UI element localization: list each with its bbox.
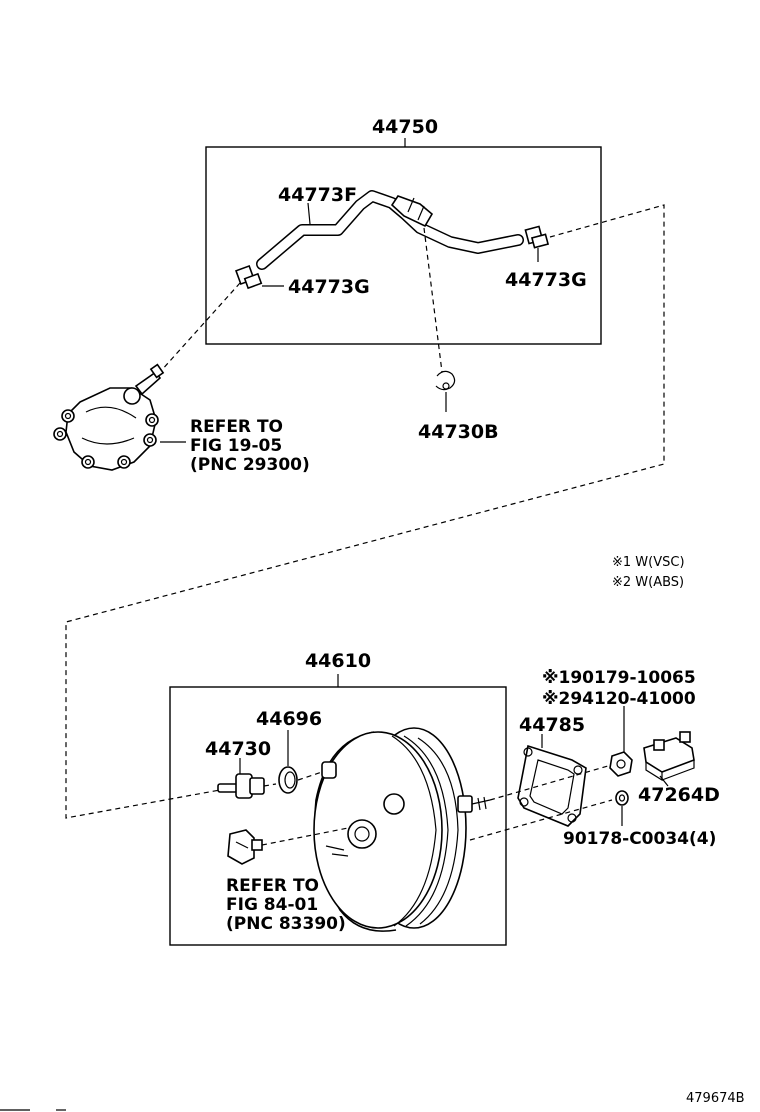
label-hose-clamp-b: 44730B <box>418 421 499 443</box>
label-nut-vsc: ※190179-10065 <box>542 668 696 688</box>
ref-sensor-line1: REFER TO <box>226 876 319 896</box>
vacuum-route-dashed <box>65 204 665 819</box>
label-grommet: 44696 <box>256 708 322 730</box>
vacuum-hose <box>256 190 524 270</box>
label-clamp-left: 44773G <box>288 276 370 298</box>
ref-pump-line3: (PNC 29300) <box>190 455 310 475</box>
clevis-nut-icon <box>609 751 633 777</box>
label-vacuum-hose-assy: 44750 <box>372 116 438 138</box>
label-clamp-right: 44773G <box>505 269 587 291</box>
ref-pump-line1: REFER TO <box>190 417 283 437</box>
diagram-id: 479674B <box>686 1091 745 1106</box>
label-gasket: 44785 <box>519 714 585 736</box>
ref-pump-line2: FIG 19-05 <box>190 436 282 456</box>
ref-sensor-line2: FIG 84-01 <box>226 895 318 915</box>
clamp-right-icon <box>524 225 550 249</box>
gasket-icon <box>517 744 587 827</box>
label-bracket: 47264D <box>638 784 720 806</box>
label-nut-abs: ※294120-41000 <box>542 689 696 709</box>
label-check-valve: 44730 <box>205 738 271 760</box>
vacuum-hose-assy-box <box>205 146 602 345</box>
hex-nut-icon <box>615 790 629 806</box>
clamp-left-icon <box>235 265 263 290</box>
ref-sensor-line3: (PNC 83390) <box>226 914 346 934</box>
vacuum-pump-icon <box>53 363 165 471</box>
label-nut-c0034: 90178-C0034(4) <box>563 829 716 849</box>
bracket-icon <box>643 731 695 782</box>
hose-clamp-b-icon <box>435 370 456 391</box>
label-hose-f: 44773F <box>278 184 357 206</box>
grommet-icon <box>278 766 298 794</box>
note-abs: ※2 W(ABS) <box>612 575 684 590</box>
brake-booster-icon <box>313 727 491 932</box>
label-booster-assy: 44610 <box>305 650 371 672</box>
note-vsc: ※1 W(VSC) <box>612 555 685 570</box>
vacuum-sensor-icon <box>227 829 263 865</box>
check-valve-icon <box>217 773 265 799</box>
